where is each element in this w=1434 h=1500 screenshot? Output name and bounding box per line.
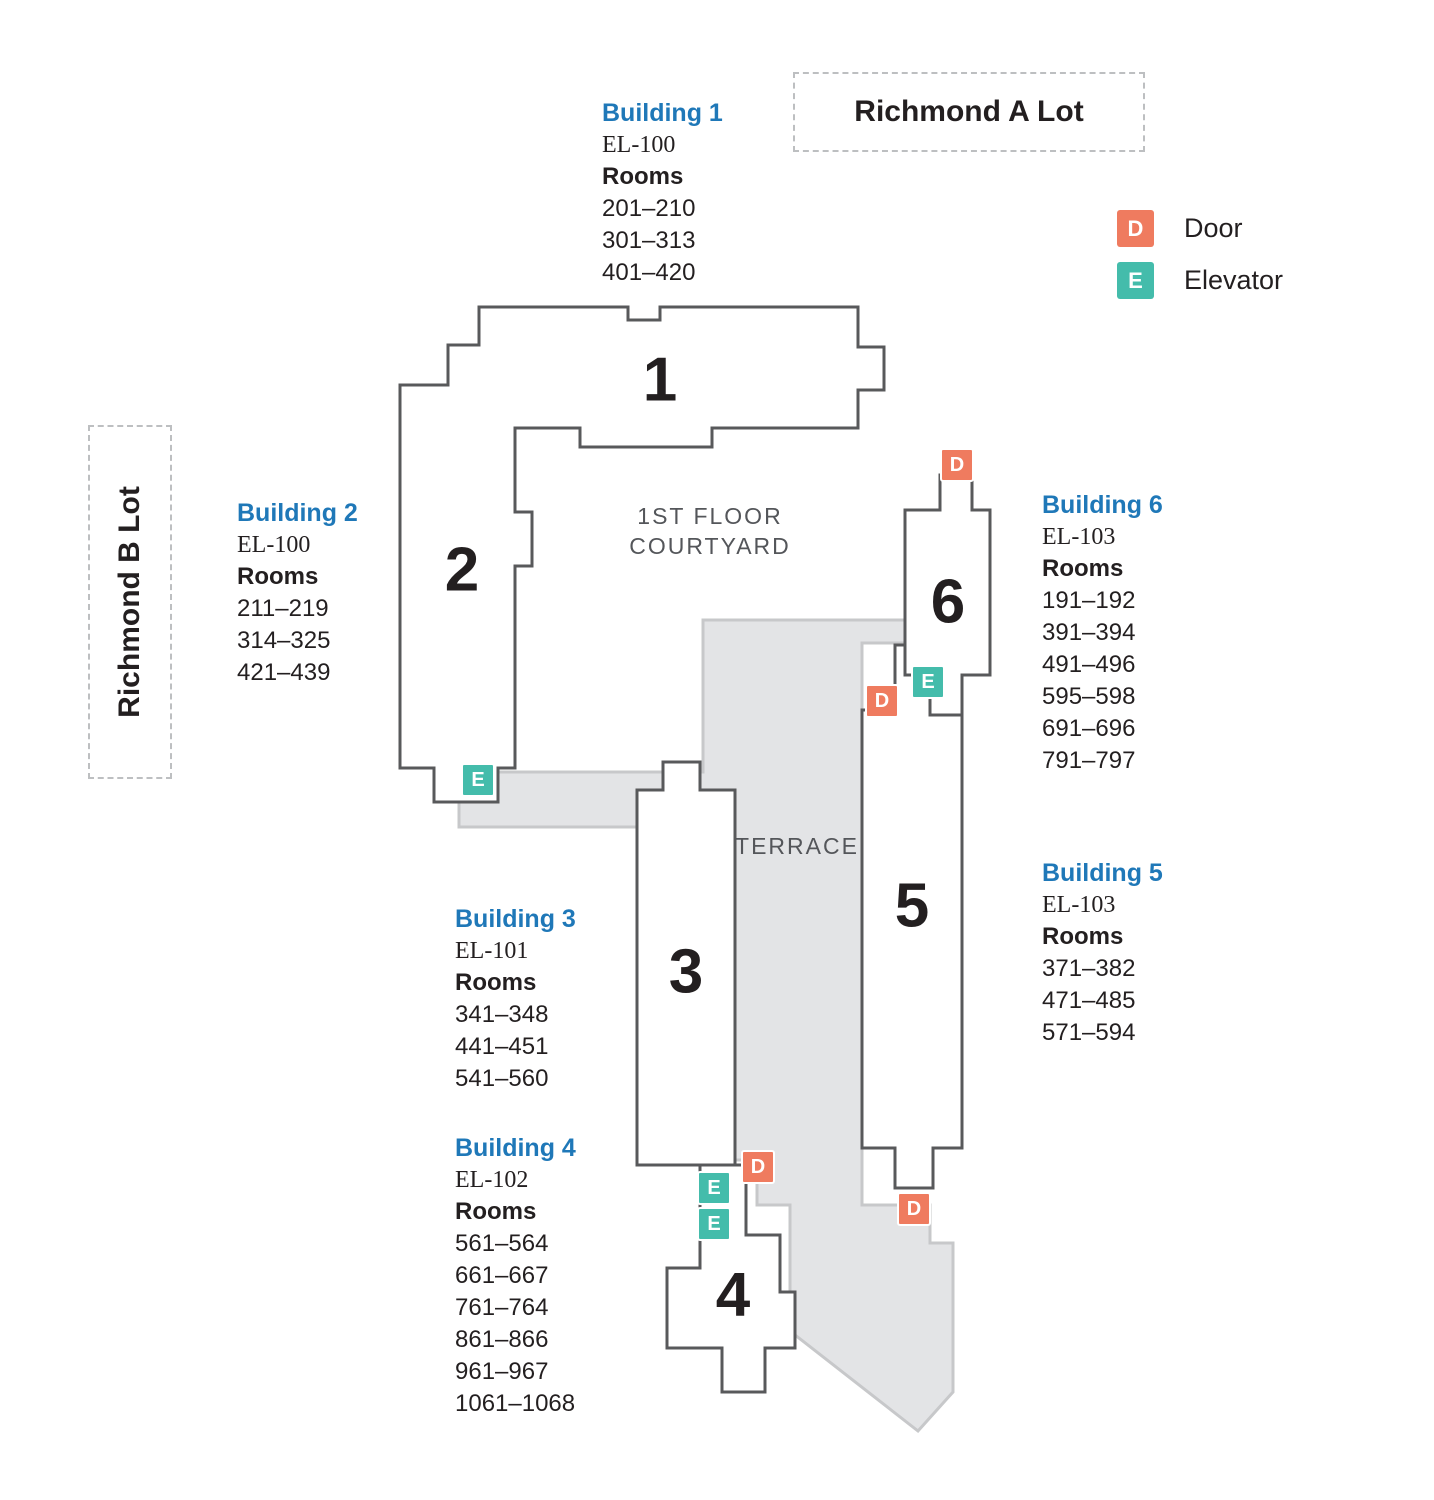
building-3-map-number: 3 <box>668 937 704 1007</box>
room-range: 571–594 <box>1042 1019 1136 1046</box>
elevator-marker-1: E <box>911 665 945 699</box>
room-range: 301–313 <box>602 227 696 254</box>
richmond-b-lot: Richmond B Lot <box>88 425 172 779</box>
building-5-map-number: 5 <box>894 871 930 941</box>
building-4-outline <box>665 1163 797 1394</box>
building-2-map-number: 2 <box>444 535 480 605</box>
legend-elevator-label: Elevator <box>1184 265 1284 295</box>
room-range: 861–866 <box>455 1326 549 1353</box>
building-4-info: Building 4 EL-102 Rooms 561–564 661–667 … <box>455 1132 576 1420</box>
room-range: 791–797 <box>1042 747 1136 774</box>
elevator-id: EL-101 <box>455 938 529 964</box>
rooms-label: Rooms <box>455 969 537 996</box>
room-range: 391–394 <box>1042 619 1136 646</box>
room-range: 191–192 <box>1042 587 1136 614</box>
elevator-id: EL-103 <box>1042 524 1116 550</box>
building-3-info: Building 3 EL-101 Rooms 341–348 441–451 … <box>455 903 576 1095</box>
door-legend-icon: D <box>1117 210 1154 247</box>
elevator-marker-3: E <box>697 1171 731 1205</box>
building-6-outline <box>903 473 992 717</box>
room-range: 491–496 <box>1042 651 1136 678</box>
building-name: Building 1 <box>602 99 723 127</box>
building-name: Building 3 <box>455 905 576 933</box>
elevator-id: EL-102 <box>455 1167 529 1193</box>
richmond-b-lot-label: Richmond B Lot <box>113 486 147 718</box>
rooms-label: Rooms <box>455 1198 537 1225</box>
room-range: 314–325 <box>237 627 331 654</box>
elevator-id: EL-100 <box>237 532 311 558</box>
door-marker-1: D <box>940 448 974 482</box>
room-range: 341–348 <box>455 1001 549 1028</box>
rooms-label: Rooms <box>237 563 319 590</box>
building-5-info: Building 5 EL-103 Rooms 371–382 471–485 … <box>1042 857 1163 1049</box>
richmond-a-lot: Richmond A Lot <box>793 72 1145 152</box>
room-range: 595–598 <box>1042 683 1136 710</box>
room-range: 691–696 <box>1042 715 1136 742</box>
room-range: 401–420 <box>602 259 696 286</box>
rooms-label: Rooms <box>1042 923 1124 950</box>
terrace-label: TERRACE <box>735 833 859 859</box>
elevator-id: EL-103 <box>1042 892 1116 918</box>
richmond-a-lot-label: Richmond A Lot <box>854 95 1084 128</box>
room-range: 441–451 <box>455 1033 549 1060</box>
legend: D Door E Elevator <box>1117 210 1283 314</box>
courtyard-label-line1: 1ST FLOOR <box>637 503 783 529</box>
room-range: 371–382 <box>1042 955 1136 982</box>
rooms-label: Rooms <box>602 163 684 190</box>
door-marker-3: D <box>741 1150 775 1184</box>
room-range: 421–439 <box>237 659 331 686</box>
building-1-map-number: 1 <box>642 345 678 415</box>
room-range: 471–485 <box>1042 987 1136 1014</box>
rooms-label: Rooms <box>1042 555 1124 582</box>
room-range: 201–210 <box>602 195 696 222</box>
legend-elevator-row: E Elevator <box>1117 262 1283 299</box>
building-2-info: Building 2 EL-100 Rooms 211–219 314–325 … <box>237 497 358 689</box>
courtyard-label-line2: COURTYARD <box>629 533 791 559</box>
building-name: Building 6 <box>1042 491 1163 519</box>
building-4-map-number: 4 <box>715 1260 751 1330</box>
room-range: 1061–1068 <box>455 1390 576 1417</box>
room-range: 661–667 <box>455 1262 549 1289</box>
building-6-info: Building 6 EL-103 Rooms 191–192 391–394 … <box>1042 489 1163 777</box>
building-name: Building 4 <box>455 1134 576 1162</box>
elevator-marker-4: E <box>697 1207 731 1241</box>
room-range: 561–564 <box>455 1230 549 1257</box>
building-6-map-number: 6 <box>930 567 966 637</box>
room-range: 761–764 <box>455 1294 549 1321</box>
elevator-legend-icon: E <box>1117 262 1154 299</box>
building-1-2-outline <box>398 305 886 804</box>
courtyard-label: 1ST FLOOR COURTYARD <box>629 501 791 561</box>
building-name: Building 5 <box>1042 859 1163 887</box>
building-name: Building 2 <box>237 499 358 527</box>
door-marker-2: D <box>865 684 899 718</box>
room-range: 961–967 <box>455 1358 549 1385</box>
building-1-info: Building 1 EL-100 Rooms 201–210 301–313 … <box>602 97 723 289</box>
elevator-marker-2: E <box>461 763 495 797</box>
elevator-id: EL-100 <box>602 132 676 158</box>
room-range: 211–219 <box>237 595 329 622</box>
door-marker-4: D <box>897 1192 931 1226</box>
legend-door-label: Door <box>1184 213 1243 243</box>
legend-door-row: D Door <box>1117 210 1283 247</box>
room-range: 541–560 <box>455 1065 549 1092</box>
